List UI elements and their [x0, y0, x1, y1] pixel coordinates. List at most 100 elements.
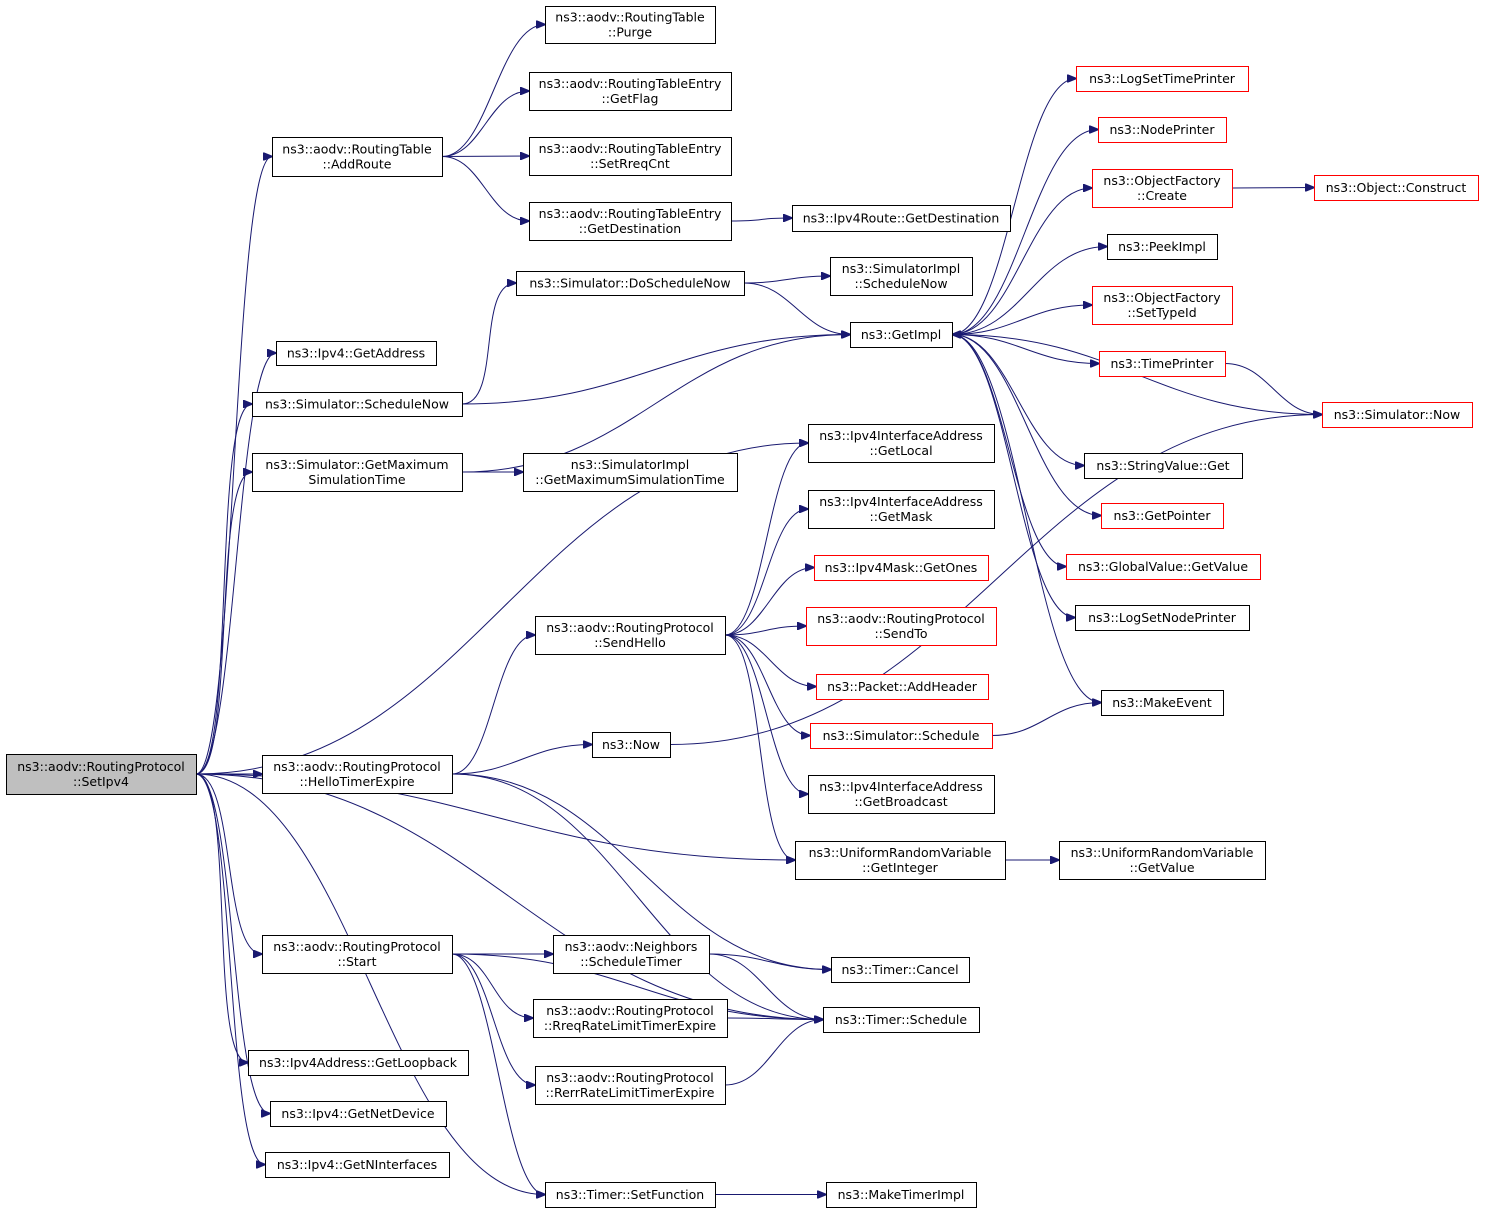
node-getloopback[interactable]: ns3::Ipv4Address::GetLoopback — [248, 1050, 469, 1076]
node-maketimerimpl[interactable]: ns3::MakeTimerImpl — [826, 1182, 977, 1208]
node-addroute[interactable]: ns3::aodv::RoutingTable::AddRoute — [272, 137, 443, 177]
node-getlocal[interactable]: ns3::Ipv4InterfaceAddress::GetLocal — [808, 424, 995, 463]
node-box — [806, 607, 997, 646]
node-doschedulenow[interactable]: ns3::Simulator::DoScheduleNow — [516, 271, 745, 296]
node-getmaxsimtime[interactable]: ns3::Simulator::GetMaximumSimulationTime — [252, 453, 463, 492]
node-stringvalueget[interactable]: ns3::StringValue::Get — [1084, 453, 1243, 479]
node-box — [545, 1182, 716, 1208]
node-box — [1066, 554, 1261, 580]
node-ns3now[interactable]: ns3::Now — [592, 732, 671, 758]
edge-setipv4-to-ipv4getaddress — [195, 353, 276, 775]
node-label: ns3::Simulator::GetMaximum — [265, 457, 448, 472]
node-getpointer[interactable]: ns3::GetPointer — [1101, 503, 1224, 529]
node-box — [1107, 234, 1218, 260]
node-label: ns3::aodv::RoutingTable — [282, 142, 432, 157]
node-setipv4[interactable]: ns3::aodv::RoutingProtocol::SetIpv4 — [6, 754, 197, 795]
node-urvgetvalue[interactable]: ns3::UniformRandomVariable::GetValue — [1059, 841, 1266, 880]
edge-getimpl-to-nodeprinter — [951, 130, 1098, 335]
node-logsetnodeprinter[interactable]: ns3::LogSetNodePrinter — [1075, 605, 1250, 631]
node-label: ns3::Simulator::Schedule — [823, 728, 980, 743]
node-globalvaluegetvalue[interactable]: ns3::GlobalValue::GetValue — [1066, 554, 1261, 580]
node-simnow[interactable]: ns3::Simulator::Now — [1322, 402, 1473, 428]
node-getimpl[interactable]: ns3::GetImpl — [850, 322, 953, 348]
node-box — [529, 72, 732, 111]
node-simschedulenow[interactable]: ns3::Simulator::ScheduleNow — [252, 392, 463, 417]
node-box — [592, 732, 671, 758]
edge-timeprinter-to-simnow — [1224, 363, 1322, 415]
node-label: ns3::aodv::RoutingProtocol — [546, 620, 714, 635]
node-setreqcnt[interactable]: ns3::aodv::RoutingTableEntry::SetRreqCnt — [529, 137, 732, 176]
node-implgetmaxsimtime[interactable]: ns3::SimulatorImpl::GetMaximumSimulation… — [523, 453, 738, 492]
node-box — [1092, 169, 1233, 208]
node-label: ns3::aodv::RoutingTableEntry — [539, 141, 722, 156]
node-label: ::HelloTimerExpire — [299, 774, 414, 789]
node-box — [535, 1066, 726, 1105]
node-neighborsscheduletimer[interactable]: ns3::aodv::Neighbors::ScheduleTimer — [553, 935, 710, 974]
node-timercancel[interactable]: ns3::Timer::Cancel — [831, 957, 970, 983]
node-label: ns3::Ipv4Address::GetLoopback — [259, 1055, 458, 1070]
edge-sendhello-to-getmask — [724, 509, 808, 636]
node-label: ns3::aodv::Neighbors — [565, 939, 698, 954]
node-objfactorycreate[interactable]: ns3::ObjectFactory::Create — [1092, 169, 1233, 208]
edge-getimpl-to-peekimpl — [951, 247, 1107, 335]
node-box — [1314, 175, 1479, 201]
node-label: ns3::ObjectFactory — [1103, 290, 1221, 305]
node-label: ns3::aodv::RoutingTable — [555, 10, 705, 25]
edge-ns3now-to-simnow — [669, 415, 1322, 745]
node-start[interactable]: ns3::aodv::RoutingProtocol::Start — [262, 935, 453, 974]
node-ipv4routegetdest[interactable]: ns3::Ipv4Route::GetDestination — [792, 205, 1011, 232]
node-box — [6, 754, 197, 795]
node-box — [248, 1050, 469, 1076]
node-hellotimerexpire[interactable]: ns3::aodv::RoutingProtocol::HelloTimerEx… — [262, 755, 453, 794]
node-timerschedule[interactable]: ns3::Timer::Schedule — [823, 1007, 980, 1033]
node-box — [262, 755, 453, 794]
node-simschedule[interactable]: ns3::Simulator::Schedule — [810, 723, 993, 749]
edge-addroute-to-purge — [441, 25, 545, 157]
node-label: ns3::aodv::RoutingProtocol — [817, 611, 985, 626]
node-ipv4getaddress[interactable]: ns3::Ipv4::GetAddress — [276, 341, 437, 366]
node-objfactorysettypeid[interactable]: ns3::ObjectFactory::SetTypeId — [1092, 286, 1233, 325]
edge-hellotimerexpire-to-timercancel — [451, 773, 831, 970]
node-label: ::GetFlag — [602, 91, 659, 106]
node-label: ns3::aodv::RoutingProtocol — [273, 939, 441, 954]
node-getdest[interactable]: ns3::aodv::RoutingTableEntry::GetDestina… — [529, 202, 732, 241]
node-timersetfunction[interactable]: ns3::Timer::SetFunction — [545, 1182, 716, 1208]
node-makeevent[interactable]: ns3::MakeEvent — [1101, 690, 1224, 716]
node-rreqratelimit[interactable]: ns3::aodv::RoutingProtocol::RreqRateLimi… — [533, 999, 728, 1038]
node-peekimpl[interactable]: ns3::PeekImpl — [1107, 234, 1218, 260]
node-purge[interactable]: ns3::aodv::RoutingTable::Purge — [545, 6, 716, 44]
node-objectconstruct[interactable]: ns3::Object::Construct — [1314, 175, 1479, 201]
node-getones[interactable]: ns3::Ipv4Mask::GetOnes — [814, 555, 989, 581]
node-timeprinter[interactable]: ns3::TimePrinter — [1099, 351, 1226, 377]
node-sendhello[interactable]: ns3::aodv::RoutingProtocol::SendHello — [535, 616, 726, 655]
node-label: ::ScheduleNow — [854, 276, 947, 291]
edge-simschedulenow-to-doschedulenow — [461, 283, 516, 405]
node-box — [252, 453, 463, 492]
node-nodeprinter[interactable]: ns3::NodePrinter — [1098, 117, 1227, 143]
node-label: ::SetTypeId — [1127, 305, 1196, 320]
node-logsettimeprinter[interactable]: ns3::LogSetTimePrinter — [1076, 66, 1249, 92]
node-urvgetinteger[interactable]: ns3::UniformRandomVariable::GetInteger — [795, 841, 1006, 880]
node-getnetdevice[interactable]: ns3::Ipv4::GetNetDevice — [270, 1101, 447, 1127]
node-getninterfaces[interactable]: ns3::Ipv4::GetNInterfaces — [265, 1152, 450, 1178]
edge-doschedulenow-to-getimpl — [743, 282, 850, 335]
node-sendto[interactable]: ns3::aodv::RoutingProtocol::SendTo — [806, 607, 997, 646]
node-implschedulenow[interactable]: ns3::SimulatorImpl::ScheduleNow — [830, 257, 973, 296]
node-box — [535, 616, 726, 655]
node-label: ns3::LogSetNodePrinter — [1088, 610, 1237, 625]
node-box — [1075, 605, 1250, 631]
node-label: ::SetRreqCnt — [590, 156, 670, 171]
node-getflag[interactable]: ns3::aodv::RoutingTableEntry::GetFlag — [529, 72, 732, 111]
node-box — [1322, 402, 1473, 428]
node-getmask[interactable]: ns3::Ipv4InterfaceAddress::GetMask — [808, 490, 995, 529]
edge-setipv4-to-getmaxsimtime — [195, 472, 252, 775]
node-label: ns3::ObjectFactory — [1103, 173, 1221, 188]
node-rerrratelimit[interactable]: ns3::aodv::RoutingProtocol::RerrRateLimi… — [535, 1066, 726, 1105]
node-addheader[interactable]: ns3::Packet::AddHeader — [816, 674, 989, 700]
node-getbroadcast[interactable]: ns3::Ipv4InterfaceAddress::GetBroadcast — [808, 775, 995, 814]
node-label: ns3::aodv::RoutingProtocol — [546, 1070, 714, 1085]
edge-setipv4-to-addroute — [195, 157, 272, 775]
node-box — [1084, 453, 1243, 479]
node-label: ::Create — [1137, 188, 1187, 203]
edge-getmaxsimtime-to-getimpl — [461, 335, 850, 473]
